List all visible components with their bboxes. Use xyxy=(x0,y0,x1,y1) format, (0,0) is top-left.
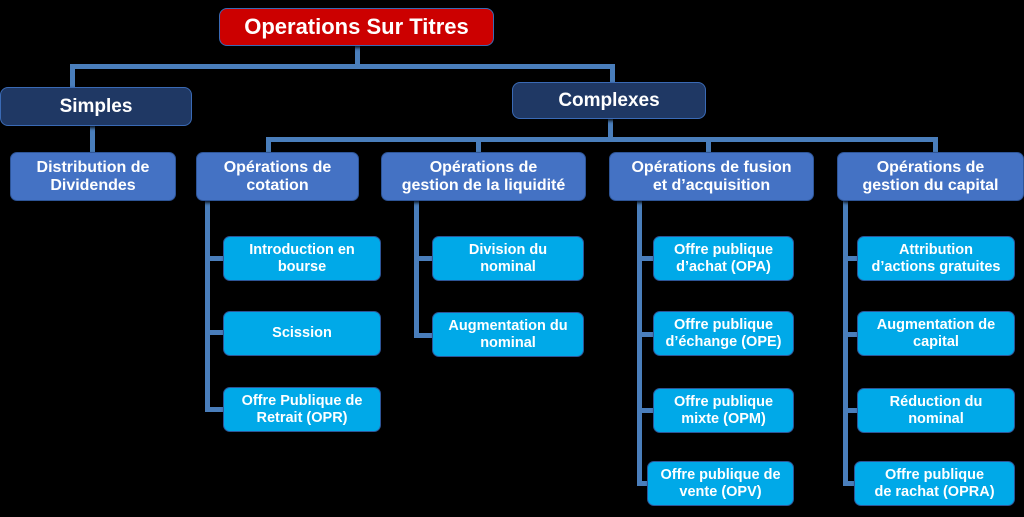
connector-liquidite-stub-1 xyxy=(414,256,434,261)
leaf-offre-publique-echange-ope[interactable]: Offre publique d’échange (OPE) xyxy=(653,311,794,356)
connector-fusion-stub-1 xyxy=(637,256,655,261)
node-operations-de-cotation[interactable]: Opérations de cotation xyxy=(196,152,359,201)
connector-fusion-stub-3 xyxy=(637,408,655,413)
node-complexes[interactable]: Complexes xyxy=(512,82,706,119)
connector-cotation-stub-1 xyxy=(205,256,225,261)
leaf-offre-publique-de-retrait-opr[interactable]: Offre Publique de Retrait (OPR) xyxy=(223,387,381,432)
leaf-augmentation-du-nominal[interactable]: Augmentation du nominal xyxy=(432,312,584,357)
connector-capital-stub-4 xyxy=(843,481,861,486)
connector-to-cotation xyxy=(266,137,271,154)
connector-capital-stub-1 xyxy=(843,256,861,261)
connector-cotation-spine xyxy=(205,200,210,412)
node-operations-gestion-capital[interactable]: Opérations de gestion du capital xyxy=(837,152,1024,201)
connector-to-fusion xyxy=(706,137,711,154)
connector-to-complexes xyxy=(610,64,615,84)
node-root-operations-sur-titres[interactable]: Operations Sur Titres xyxy=(219,8,494,46)
leaf-introduction-en-bourse[interactable]: Introduction en bourse xyxy=(223,236,381,281)
node-distribution-de-dividendes[interactable]: Distribution de Dividendes xyxy=(10,152,176,201)
connector-fusion-stub-2 xyxy=(637,332,655,337)
connector-fusion-stub-4 xyxy=(637,481,655,486)
node-operations-gestion-liquidite[interactable]: Opérations de gestion de la liquidité xyxy=(381,152,586,201)
connector-to-capital xyxy=(933,137,938,154)
leaf-offre-publique-vente-opv[interactable]: Offre publique de vente (OPV) xyxy=(647,461,794,506)
connector-level2-bus xyxy=(70,64,615,69)
connector-level3-bus xyxy=(266,137,938,142)
node-simples[interactable]: Simples xyxy=(0,87,192,126)
leaf-attribution-actions-gratuites[interactable]: Attribution d’actions gratuites xyxy=(857,236,1015,281)
connector-fusion-spine xyxy=(637,200,642,485)
connector-liquidite-spine xyxy=(414,200,419,338)
connector-simples-down xyxy=(90,126,95,152)
leaf-reduction-du-nominal[interactable]: Réduction du nominal xyxy=(857,388,1015,433)
leaf-offre-publique-achat-opa[interactable]: Offre publique d’achat (OPA) xyxy=(653,236,794,281)
connector-to-simples xyxy=(70,64,75,89)
connector-capital-stub-2 xyxy=(843,332,861,337)
connector-cotation-stub-2 xyxy=(205,330,225,335)
connector-capital-stub-3 xyxy=(843,408,861,413)
connector-cotation-stub-3 xyxy=(205,407,225,412)
leaf-offre-publique-rachat-opra[interactable]: Offre publique de rachat (OPRA) xyxy=(854,461,1015,506)
connector-root-down xyxy=(355,44,360,66)
connector-to-liquidite xyxy=(476,137,481,154)
node-operations-fusion-acquisition[interactable]: Opérations de fusion et d’acquisition xyxy=(609,152,814,201)
connector-liquidite-stub-2 xyxy=(414,333,434,338)
leaf-offre-publique-mixte-opm[interactable]: Offre publique mixte (OPM) xyxy=(653,388,794,433)
leaf-scission[interactable]: Scission xyxy=(223,311,381,356)
connector-complexes-down xyxy=(608,118,613,140)
leaf-augmentation-de-capital[interactable]: Augmentation de capital xyxy=(857,311,1015,356)
leaf-division-du-nominal[interactable]: Division du nominal xyxy=(432,236,584,281)
connector-capital-spine xyxy=(843,200,848,485)
